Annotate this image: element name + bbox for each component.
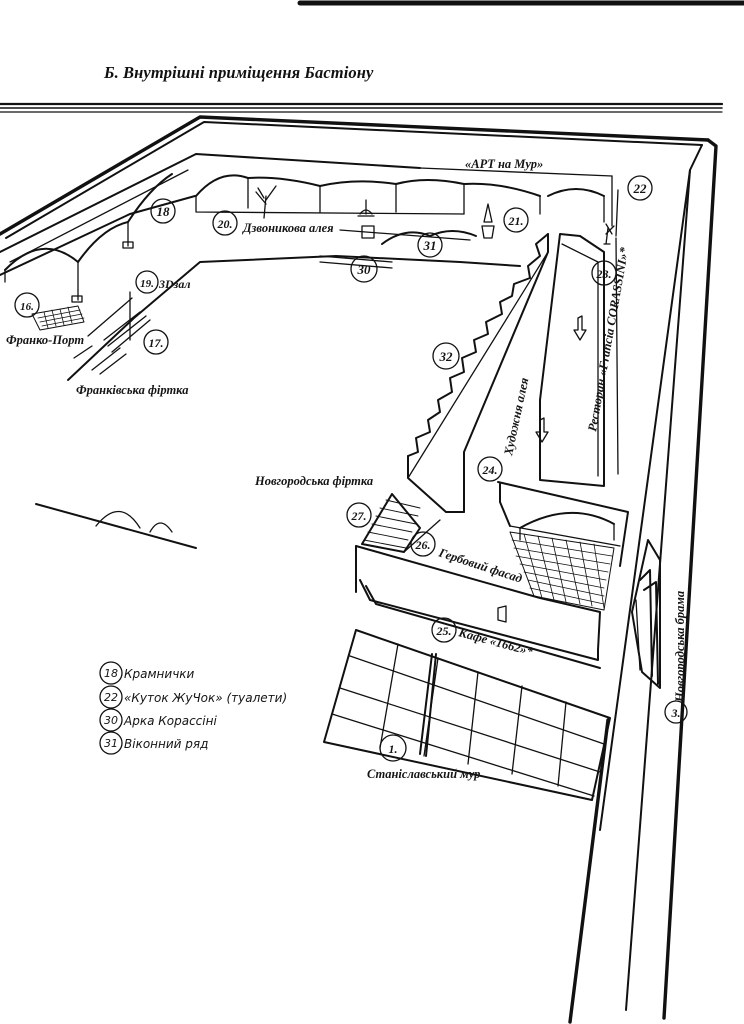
- marker-22: 22: [627, 175, 653, 201]
- marker-26: 26.: [410, 531, 436, 557]
- svg-text:21.: 21.: [508, 214, 524, 228]
- svg-text:Віконний ряд: Віконний ряд: [124, 737, 208, 751]
- svg-text:30: 30: [104, 714, 118, 727]
- label-stanislavskyi-mur: Станіславський мур: [367, 767, 480, 781]
- svg-text:1.: 1.: [389, 742, 398, 756]
- label-frankivska-firtka: Франківська фіртка: [76, 383, 188, 397]
- label-kafe: Кафе «1662»*: [456, 625, 535, 659]
- marker-23: 23.: [591, 260, 617, 286]
- svg-text:Крамнички: Крамнички: [124, 667, 195, 681]
- svg-text:22: 22: [633, 181, 648, 196]
- legend-item-30: 30 Арка Корассіні: [99, 708, 217, 732]
- marker-31: 31: [417, 232, 443, 258]
- svg-text:18: 18: [104, 667, 118, 680]
- number-markers: 18 20. 21. 22 31 30: [14, 175, 688, 762]
- legend: 18 Крамнички 22 «Куток ЖуЧок» (туалети) …: [99, 661, 287, 755]
- marker-24: 24.: [477, 456, 503, 482]
- tree-and-bell: [255, 185, 611, 245]
- label-herbovyi-fasad: Гербовий фасад: [436, 545, 524, 585]
- marker-16: 16.: [14, 292, 40, 318]
- place-labels: «АРТ на Мур» Дзвоникова алея 3Dзал Франк…: [6, 157, 687, 781]
- svg-text:31: 31: [423, 238, 437, 253]
- upper-arcade: [195, 167, 619, 245]
- label-novgorodska-brama: Новгородська брама: [673, 591, 687, 703]
- marker-1: 1.: [379, 734, 407, 762]
- label-novgorodska-firtka: Новгородська фіртка: [254, 474, 373, 488]
- marker-20: 20.: [212, 210, 238, 236]
- franko-port-grid: [31, 305, 85, 331]
- svg-text:Арка Корассіні: Арка Корассіні: [123, 714, 217, 728]
- svg-text:16.: 16.: [20, 301, 34, 313]
- franko-wicket-lines: [73, 345, 127, 375]
- legend-item-31: 31 Віконний ряд: [99, 731, 208, 755]
- lower-wing: [497, 481, 629, 611]
- novgorod-wicket-stairs: [361, 493, 441, 553]
- svg-text:24.: 24.: [482, 463, 498, 477]
- left-arcade: [0, 153, 421, 303]
- cafe-block: [355, 545, 601, 669]
- svg-text:19.: 19.: [140, 278, 154, 290]
- marker-27: 27.: [346, 502, 372, 528]
- svg-text:3.: 3.: [671, 706, 681, 720]
- legend-item-22: 22 «Куток ЖуЧок» (туалети): [99, 685, 287, 709]
- svg-text:32: 32: [439, 349, 454, 364]
- label-art-na-mur: «АРТ на Мур»: [465, 157, 543, 171]
- marker-3: 3.: [664, 700, 688, 724]
- svg-text:26.: 26.: [415, 538, 431, 552]
- svg-text:22: 22: [104, 691, 118, 704]
- label-khudozhnia-aleia: Художня алея: [501, 376, 531, 458]
- marker-19: 19.: [135, 270, 159, 294]
- svg-text:30: 30: [357, 262, 372, 277]
- svg-text:23.: 23.: [596, 267, 612, 281]
- wall-fragment: [35, 503, 197, 549]
- svg-text:20.: 20.: [217, 217, 233, 231]
- marker-32: 32: [432, 342, 460, 370]
- block-32: [407, 233, 549, 513]
- courtyard-lines: [67, 255, 521, 381]
- svg-text:31: 31: [104, 737, 118, 750]
- svg-text:18: 18: [157, 204, 171, 219]
- outer-walls: [0, 115, 718, 1024]
- marker-25: 25.: [431, 617, 457, 643]
- section-title: Б. Внутрішні приміщення Бастіону: [104, 63, 374, 82]
- svg-text:17.: 17.: [149, 336, 164, 350]
- svg-text:25.: 25.: [436, 624, 452, 638]
- svg-text:27.: 27.: [351, 509, 367, 523]
- marker-30: 30: [350, 255, 378, 283]
- label-3d-zal: 3Dзал: [158, 277, 191, 291]
- svg-text:«Куток ЖуЧок» (туалети): «Куток ЖуЧок» (туалети): [124, 691, 287, 705]
- marker-17: 17.: [143, 329, 169, 355]
- label-franko-port: Франко-Порт: [6, 333, 84, 347]
- novgorod-gate: [631, 539, 661, 689]
- stanislav-wall: [323, 629, 611, 801]
- marker-21: 21.: [503, 207, 529, 233]
- label-dzvonykova-aleia: Дзвоникова алея: [242, 221, 334, 235]
- legend-item-18: 18 Крамнички: [99, 661, 195, 685]
- header-rule: [0, 0, 744, 113]
- marker-18: 18: [150, 198, 176, 224]
